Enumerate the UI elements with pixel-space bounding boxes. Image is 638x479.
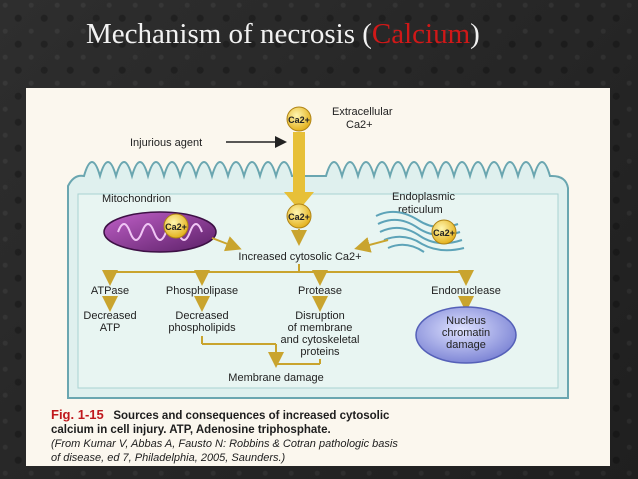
mitochondrion-shape [103, 211, 217, 253]
disruption-2: of membrane [288, 322, 353, 334]
enzyme-phospholipase: Phospholipase [166, 285, 238, 297]
decreased-atp-2: ATP [100, 322, 121, 334]
mitochondrion-label: Mitochondrion [102, 193, 171, 205]
disruption-1: Disruption [295, 310, 345, 322]
caption-source-2: of disease, ed 7, Philadelphia, 2005, Sa… [51, 452, 286, 464]
ca-label-er: Ca2+ [433, 228, 455, 238]
calcium-diagram: Ca2+ Extracellular Ca2+ Injurious agent … [67, 106, 569, 399]
figure-panel: Ca2+ Extracellular Ca2+ Injurious agent … [26, 88, 610, 466]
figure-caption: Fig. 1-15 Sources and consequences of in… [26, 402, 610, 465]
nucleus-label-3: damage [446, 339, 486, 351]
title-highlight: Calcium [371, 18, 471, 50]
ca-influx-arrow-shaft [293, 132, 305, 196]
ca-label-cytosolic: Ca2+ [288, 212, 310, 222]
enzyme-atpase: ATPase [91, 285, 129, 297]
ca-label-extracellular: Ca2+ [288, 115, 310, 125]
caption-source-1: (From Kumar V, Abbas A, Fausto N: Robbin… [51, 438, 398, 450]
enzyme-endonuclease: Endonuclease [431, 285, 501, 297]
enzyme-protease: Protease [298, 285, 342, 297]
title-prefix: Mechanism of necrosis ( [86, 18, 372, 50]
nucleus-label-2: chromatin [442, 327, 490, 339]
er-label-2: reticulum [398, 204, 443, 216]
ca-ball-extracellular [286, 106, 312, 132]
nucleus-shape [415, 306, 517, 364]
membrane-damage-arrows [201, 336, 321, 368]
extracellular-label-2: Ca2+ [346, 119, 373, 131]
membrane-damage-label: Membrane damage [228, 372, 323, 384]
disruption-4: proteins [300, 346, 340, 358]
mitochondrion-arrow [211, 236, 242, 252]
ca-ball-er [431, 219, 457, 245]
decreased-atp-1: Decreased [83, 310, 136, 322]
er-label-1: Endoplasmic [392, 191, 455, 203]
disruption-3: and cytoskeletal [281, 334, 360, 346]
slide-title: Mechanism of necrosis (Calcium) [86, 18, 480, 51]
injurious-agent-label: Injurious agent [130, 137, 202, 149]
fig-label: Fig. 1-15 [51, 407, 104, 422]
mitochondrion-cristae [117, 223, 203, 241]
ca-label-mitochondrion: Ca2+ [165, 222, 187, 232]
title-suffix: ) [470, 18, 480, 50]
increased-cytosolic-label: Increased cytosolic Ca2+ [238, 251, 361, 263]
ca-ball-cytosolic [286, 203, 312, 229]
decreased-phospholipids-1: Decreased [175, 310, 228, 322]
ca-influx-arrowhead [284, 192, 314, 210]
er-arrow [354, 237, 389, 253]
caption-line-1: Sources and consequences of increased cy… [113, 410, 390, 422]
decreased-phospholipids-2: phospholipids [168, 322, 236, 334]
distribution-arrows [102, 264, 474, 286]
ca-ball-mitochondrion [163, 213, 189, 239]
caption-line-2: calcium in cell injury. ATP, Adenosine t… [51, 424, 331, 436]
extracellular-label-1: Extracellular [332, 106, 393, 118]
nucleus-label-1: Nucleus [446, 315, 486, 327]
